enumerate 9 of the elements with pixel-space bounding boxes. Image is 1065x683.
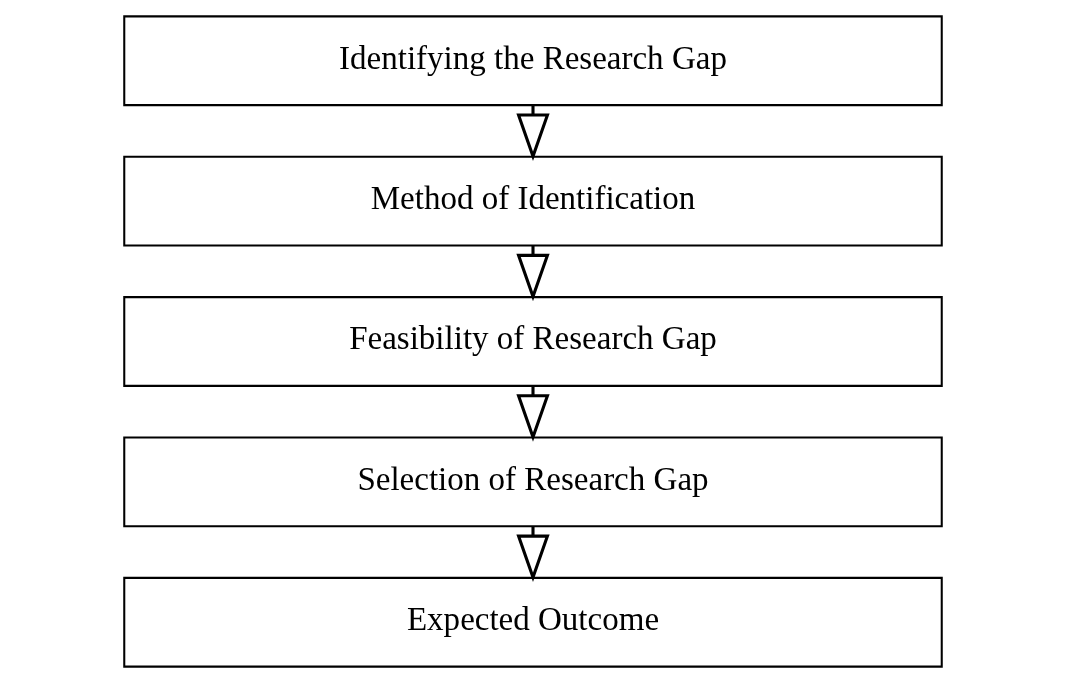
node-box: Identifying the Research Gap	[122, 15, 943, 107]
node-box: Feasibility of Research Gap	[122, 296, 943, 387]
arrow	[515, 245, 550, 302]
node-box: Expected Outcome	[122, 576, 943, 668]
node-box: Method of Identification	[122, 155, 943, 247]
arrow	[515, 526, 550, 583]
node-box: Selection of Research Gap	[122, 436, 943, 528]
arrow	[515, 385, 550, 442]
arrow	[515, 105, 550, 161]
